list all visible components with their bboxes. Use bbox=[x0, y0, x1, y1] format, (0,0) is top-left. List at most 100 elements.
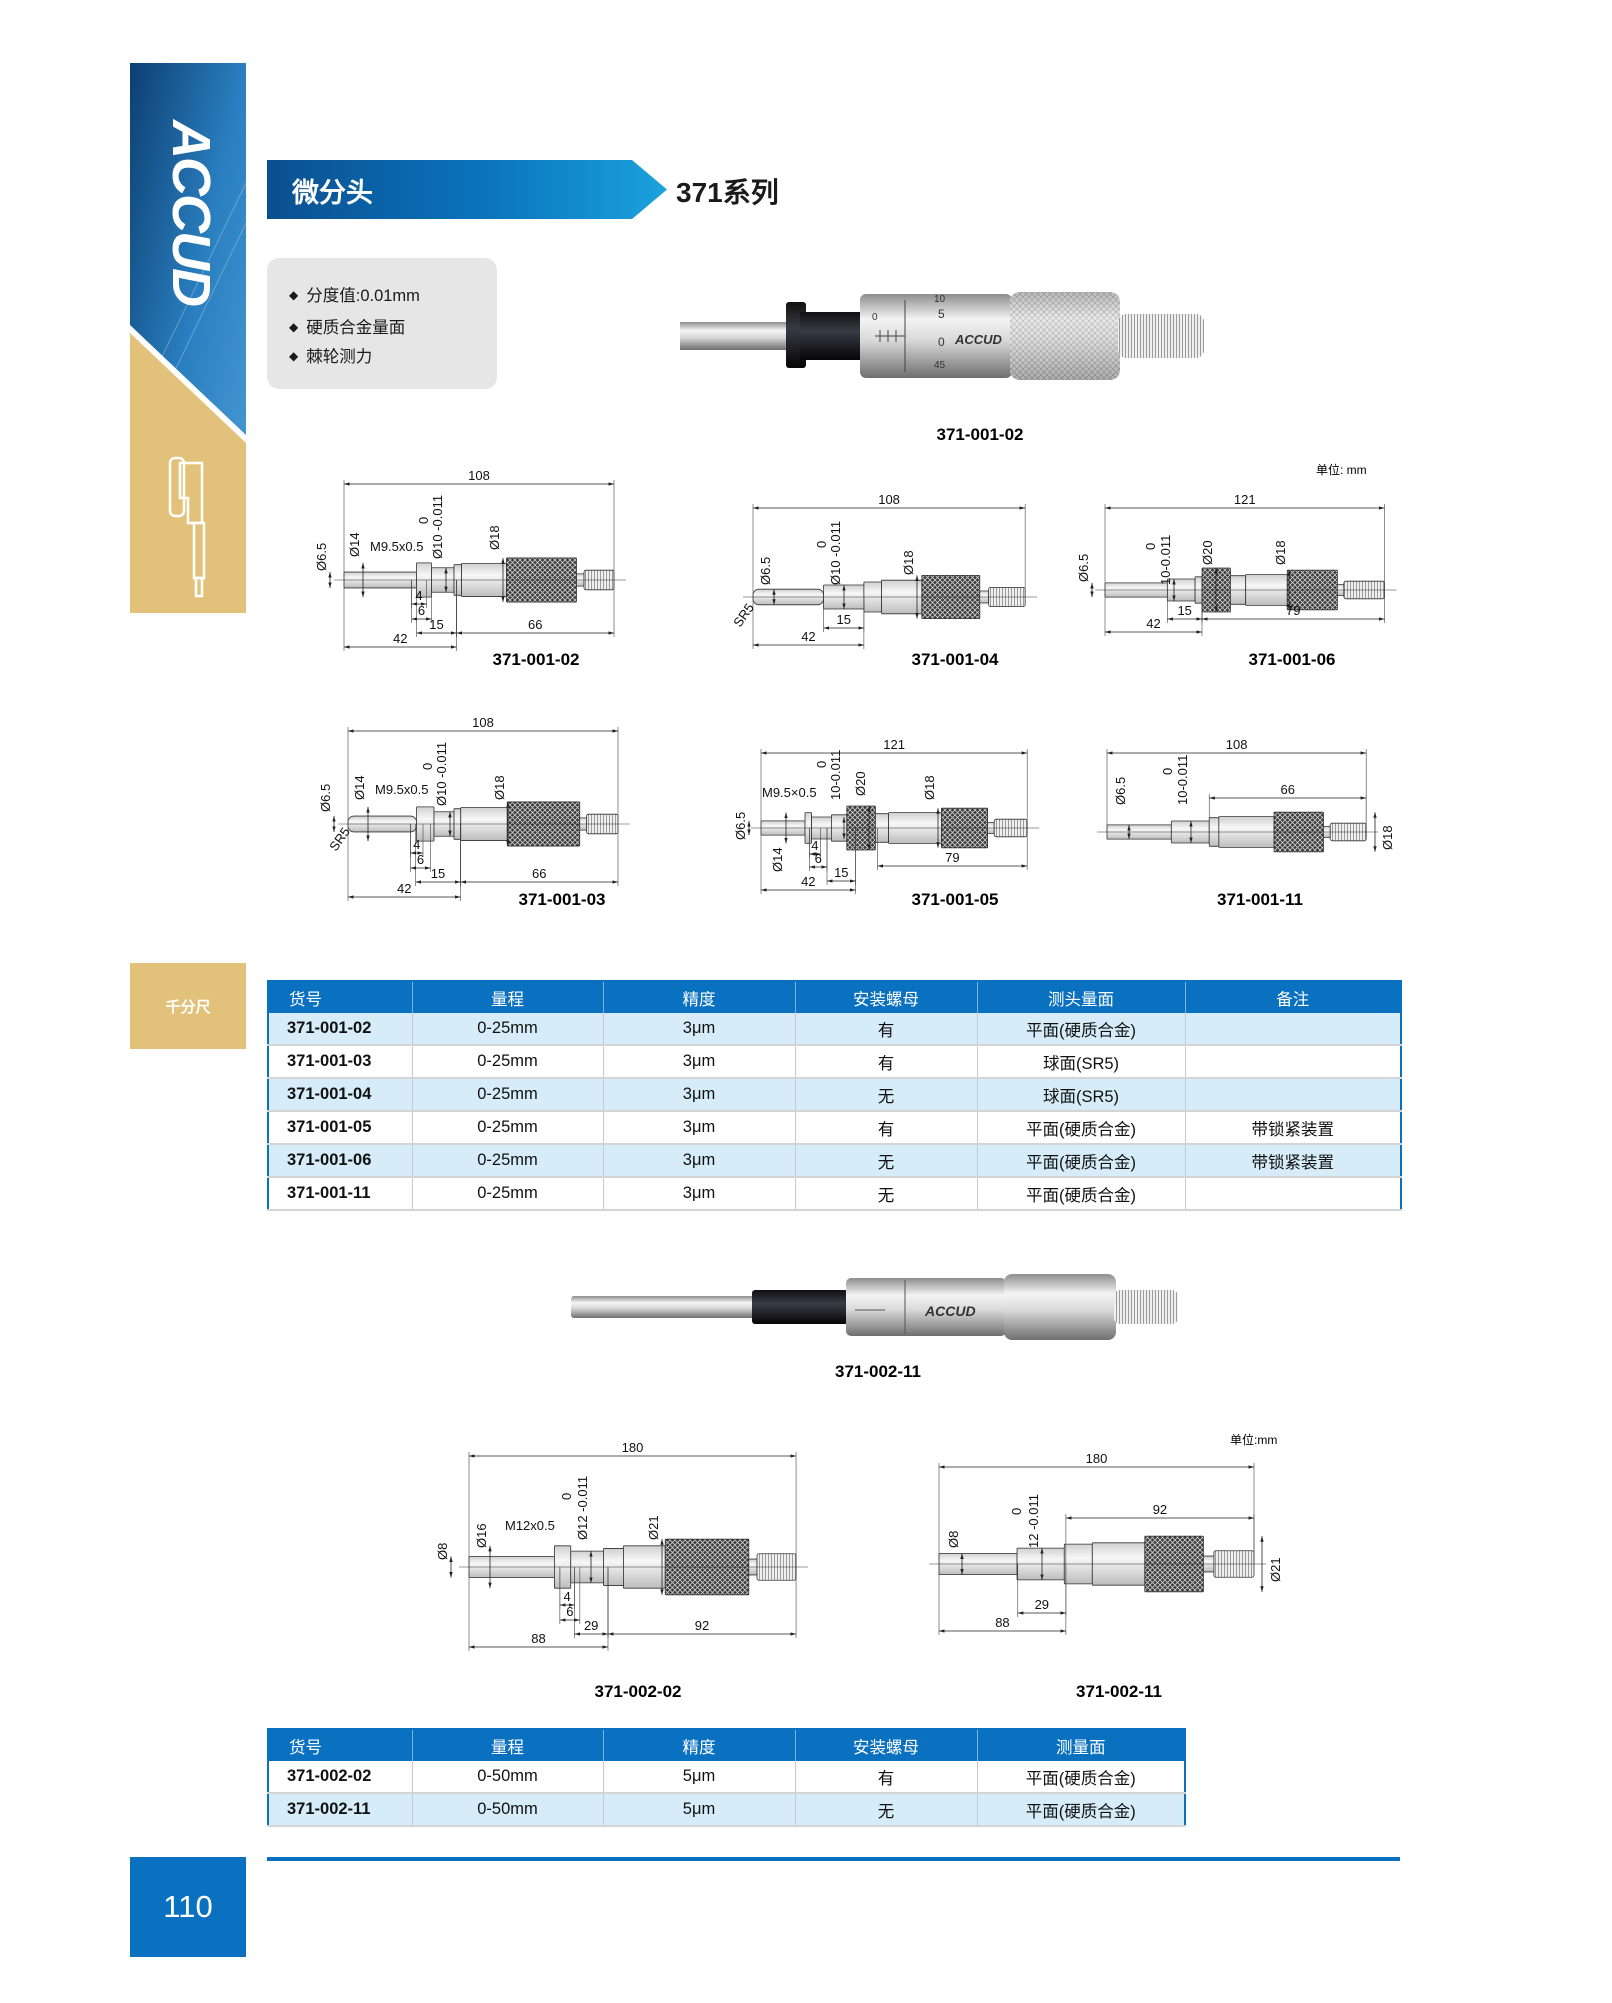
dimension-label: 79 bbox=[945, 850, 959, 865]
dimension-label: 121 bbox=[1234, 492, 1256, 507]
feature-box: ◆分度值:0.01mm ◆硬质合金量面 ◆棘轮测力 bbox=[267, 258, 497, 389]
series-title: 371系列 bbox=[676, 177, 779, 208]
photo-caption: 371-002-11 bbox=[835, 1362, 921, 1381]
table-cell: 371-001-04 bbox=[268, 1078, 413, 1112]
dimension-label: Ø6.5 bbox=[318, 784, 333, 812]
table-cell: 无 bbox=[795, 1078, 978, 1112]
dimension-label: 66 bbox=[532, 866, 546, 881]
table-cell: 371-002-02 bbox=[268, 1761, 413, 1794]
page-title: 微分头 bbox=[292, 178, 373, 208]
dimension-label: 6 bbox=[566, 1604, 573, 1619]
column-header: 货号 bbox=[268, 981, 413, 1013]
micrometer-icon bbox=[168, 456, 206, 598]
feature-item: ◆棘轮测力 bbox=[289, 343, 372, 367]
dimension-label: Ø10 -0.011 bbox=[430, 495, 445, 559]
brand-sidebar bbox=[130, 63, 246, 613]
column-header: 安装螺母 bbox=[795, 981, 978, 1013]
table-cell bbox=[1185, 1078, 1402, 1112]
dimension-label: M9.5x0.5 bbox=[375, 782, 428, 797]
drawing-caption: 371-001-11 bbox=[1217, 890, 1303, 909]
category-tab[interactable]: 千分尺 bbox=[130, 963, 246, 1049]
table-cell: 371-001-05 bbox=[268, 1111, 413, 1145]
dimension-label: M9.5×0.5 bbox=[762, 785, 817, 800]
dimension-label: 0 bbox=[559, 1493, 574, 1500]
table-cell: 带锁紧装置 bbox=[1185, 1111, 1402, 1145]
dimension-label: 10-0.011 bbox=[828, 750, 843, 800]
table-cell: 0-25mm bbox=[412, 1111, 604, 1145]
table-cell: 3μm bbox=[603, 1144, 796, 1178]
table-cell: 3μm bbox=[603, 1111, 796, 1145]
dimension-label: 42 bbox=[397, 881, 411, 896]
table-cell: 371-001-06 bbox=[268, 1144, 413, 1178]
column-header: 货号 bbox=[268, 1729, 413, 1761]
drawing-caption: 371-002-11 bbox=[1076, 1682, 1162, 1701]
column-header: 精度 bbox=[603, 1729, 796, 1761]
unit-label: 单位:mm bbox=[1230, 1432, 1277, 1447]
dimension-label: 29 bbox=[584, 1618, 598, 1633]
table-cell: 3μm bbox=[603, 1045, 796, 1079]
dimension-label: Ø10 -0.011 bbox=[434, 742, 449, 806]
dimension-label: 15 bbox=[431, 866, 445, 881]
table-cell: 5μm bbox=[603, 1793, 796, 1827]
dimension-label: 0 bbox=[1160, 768, 1175, 775]
dimension-label: Ø6.5 bbox=[314, 543, 329, 571]
dimension-label: 4 bbox=[415, 588, 422, 603]
bullet-diamond-icon: ◆ bbox=[289, 349, 299, 363]
unit-label: 单位: mm bbox=[1316, 462, 1367, 477]
dimension-label: Ø12 -0.011 bbox=[575, 1476, 590, 1540]
table-cell: 平面(硬质合金) bbox=[977, 1144, 1186, 1178]
table-cell: 371-002-11 bbox=[268, 1793, 413, 1827]
dimension-label: 10-0.011 bbox=[1175, 755, 1190, 805]
photo-scale-number: 10 bbox=[934, 294, 946, 305]
dimension-label: Ø20 bbox=[1200, 540, 1215, 565]
column-header: 精度 bbox=[603, 981, 796, 1013]
product-photo-371-002-11: ACCUD bbox=[571, 1274, 1178, 1340]
dimension-label: 108 bbox=[878, 492, 900, 507]
drawing-caption: 371-001-02 bbox=[493, 650, 580, 669]
feature-text: 硬质合金量面 bbox=[306, 319, 406, 337]
table-cell: 无 bbox=[795, 1177, 978, 1211]
drawing-caption: 371-001-06 bbox=[1249, 650, 1336, 669]
drawing-caption: 371-001-03 bbox=[519, 890, 606, 909]
table-cell: 无 bbox=[795, 1793, 978, 1827]
table-cell: 3μm bbox=[603, 1013, 796, 1046]
column-header: 量程 bbox=[412, 1729, 604, 1761]
table-cell: 带锁紧装置 bbox=[1185, 1144, 1402, 1178]
drawing-caption: 371-001-05 bbox=[912, 890, 999, 909]
table-cell: 371-001-11 bbox=[268, 1177, 413, 1211]
dimension-label: 180 bbox=[622, 1440, 644, 1455]
dimension-label: 4 bbox=[811, 838, 818, 853]
table-cell: 0-25mm bbox=[412, 1144, 604, 1178]
dimension-label: 66 bbox=[528, 617, 542, 632]
column-header: 安装螺母 bbox=[795, 1729, 978, 1761]
drawing-caption: 371-002-02 bbox=[595, 1682, 682, 1701]
dimension-label: 0 bbox=[1009, 1508, 1024, 1515]
dimension-label: Ø6.5 bbox=[733, 812, 748, 840]
table-cell: 平面(硬质合金) bbox=[977, 1111, 1186, 1145]
table-cell: 有 bbox=[795, 1111, 978, 1145]
dimension-label: 121 bbox=[883, 737, 905, 752]
table-cell: 5μm bbox=[603, 1761, 796, 1794]
dimension-label: 15 bbox=[1177, 603, 1191, 618]
dimension-label: 6 bbox=[418, 603, 425, 618]
feature-text: 分度值:0.01mm bbox=[306, 287, 420, 305]
table-cell: 0-50mm bbox=[412, 1761, 604, 1794]
table-cell: 0-25mm bbox=[412, 1013, 604, 1046]
dimension-label: 108 bbox=[468, 468, 490, 483]
table-cell bbox=[1185, 1177, 1402, 1211]
drawing-caption: 371-001-04 bbox=[912, 650, 1000, 669]
dimension-label: Ø6.5 bbox=[1113, 777, 1128, 805]
table-cell: 球面(SR5) bbox=[977, 1078, 1186, 1112]
